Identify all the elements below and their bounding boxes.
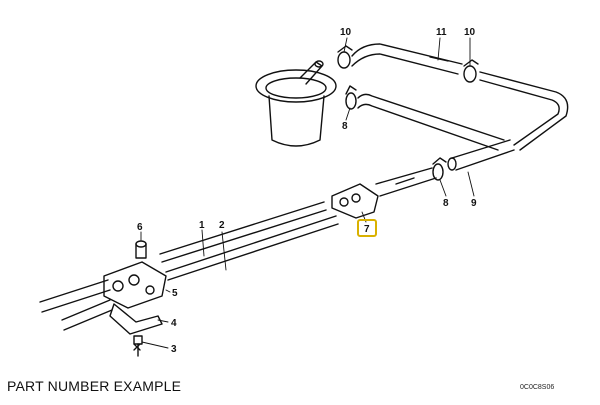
callout-8b: 8 — [443, 198, 449, 209]
fuel-line-1 — [159, 201, 327, 263]
fuel-line-left-ends — [39, 279, 113, 331]
callout-4: 4 — [171, 318, 177, 329]
callout-8a: 8 — [342, 121, 348, 132]
return-hose-upper — [351, 43, 463, 75]
rubber-sleeve-6 — [135, 240, 147, 259]
callout-3: 3 — [171, 344, 177, 355]
diagram-code: 0C0C8S06 — [520, 384, 555, 391]
callout-10b: 10 — [464, 27, 476, 38]
fuel-line-2 — [165, 215, 339, 281]
callout-11: 11 — [436, 27, 447, 38]
fuel-filter-canister — [255, 60, 337, 147]
callout-2: 2 — [219, 220, 225, 231]
mounting-bracket-4 — [109, 303, 163, 335]
callout-5: 5 — [172, 288, 178, 299]
double-clip-7 — [331, 183, 379, 219]
fuel-hose-9 — [447, 139, 515, 171]
clamp-block-5 — [103, 261, 167, 309]
callout-1: 1 — [199, 220, 205, 231]
callout-9: 9 — [471, 198, 477, 209]
caption-text: PART NUMBER EXAMPLE — [7, 378, 182, 394]
hose-clamp-10b — [463, 59, 479, 83]
callout-6: 6 — [137, 222, 143, 233]
callout-7: 7 — [364, 224, 370, 235]
leader-lines — [140, 37, 475, 349]
return-line-bent — [479, 71, 569, 151]
callout-10a: 10 — [340, 27, 352, 38]
callout-7-highlight — [357, 219, 377, 237]
screw-3 — [133, 335, 143, 357]
supply-hose-middle — [345, 85, 505, 151]
fuel-hose-8-lower — [375, 157, 447, 197]
